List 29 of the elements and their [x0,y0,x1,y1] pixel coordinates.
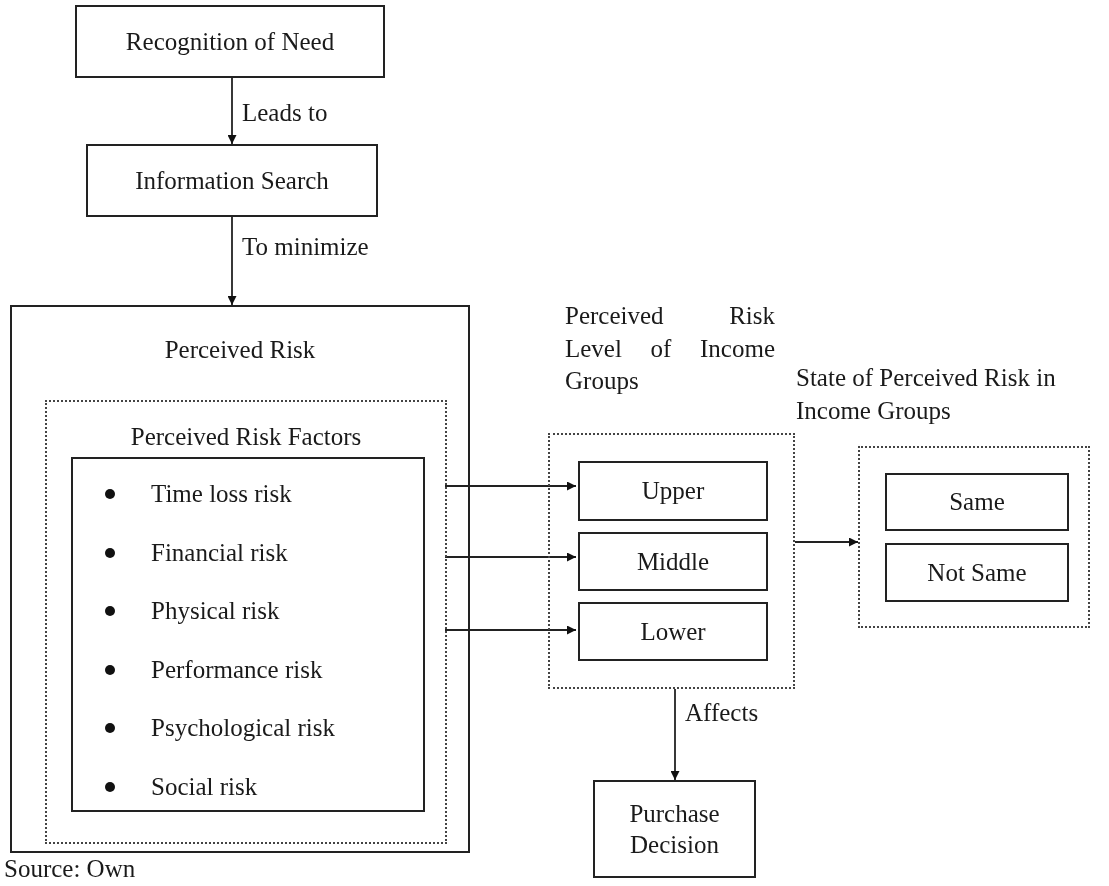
arrow [444,481,577,491]
arrow [794,537,859,547]
list-item: Time loss risk [151,481,292,506]
group-heading: State of Perceived Risk in Income Groups [796,363,1057,426]
process-box: Middle [578,532,768,591]
dotted-container-box [45,400,447,844]
group-heading: Perceived Risk Level of Income Groups [565,301,775,396]
arrow [670,688,680,781]
list-item: Social risk [151,774,258,799]
risk-list-box [71,457,425,812]
container-heading: Perceived Risk [163,335,317,365]
list-item: Psychological risk [151,715,335,741]
arrow [227,77,237,145]
process-box: Upper [578,461,768,521]
process-box: Lower [578,602,768,661]
list-item: Performance risk [151,656,323,682]
process-box: Same [885,473,1069,531]
process-box: Purchase Decision [593,780,756,878]
container-heading: Perceived Risk Factors [129,422,363,452]
process-box: Not Same [885,543,1069,602]
process-box: Recognition of Need [75,5,385,78]
list-item: Physical risk [151,598,280,624]
container-box [10,305,470,853]
process-box: Information Search [86,144,378,217]
arrow [444,552,577,562]
list-item: Financial risk [151,539,288,565]
source-note: Source: Own [4,856,136,881]
arrow [227,216,237,306]
arrow [444,625,577,635]
